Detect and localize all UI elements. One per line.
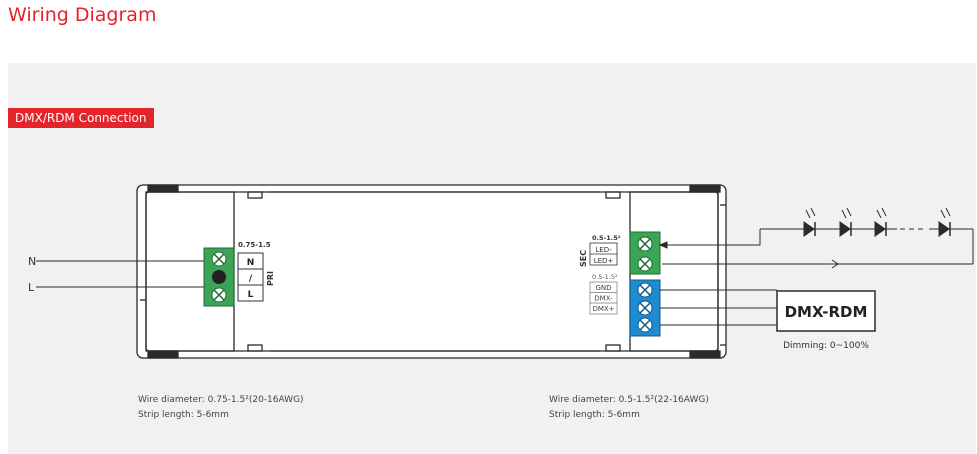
dmx-minus-label: DMX- [594, 295, 613, 303]
input-n-label: N [28, 255, 36, 268]
dmx-terminal-labels [589, 281, 618, 315]
input-l-label: L [28, 281, 35, 294]
led-strip [803, 207, 951, 237]
section-badge: DMX/RDM Connection [8, 108, 154, 128]
input-wires [36, 260, 206, 288]
input-wire-diameter: Wire diameter: 0.75-1.5²(20-16AWG) [138, 395, 304, 405]
dmx-wire-range: 0.5-1.5² [592, 273, 618, 281]
dmx-wires [660, 289, 777, 326]
terminal-ground-label: / [249, 274, 253, 284]
led-minus-screw [637, 236, 653, 252]
dmx-terminal-block [629, 279, 661, 337]
input-screw-n [211, 251, 227, 267]
led-terminal-block [629, 231, 661, 275]
dmx-rdm-controller [776, 290, 876, 332]
dimming-label: Dimming: 0~100% [783, 341, 869, 351]
terminal-n-label: N [247, 258, 255, 268]
led-minus-label: LED- [595, 246, 612, 254]
input-strip-length: Strip length: 5-6mm [138, 410, 229, 420]
led-plus-label: LED+ [594, 257, 614, 265]
led-symbol-2 [839, 207, 852, 237]
sec-label: SEC [579, 250, 588, 267]
driver-housing [136, 184, 727, 359]
input-screw-l [211, 287, 227, 303]
led-symbol-4 [938, 207, 951, 237]
led-symbol-3 [874, 207, 887, 237]
gnd-label: GND [595, 284, 611, 292]
pri-label: PRI [266, 271, 275, 286]
input-terminal-labels [237, 252, 264, 302]
dmx-plus-label: DMX+ [592, 305, 614, 313]
input-wire-range: 0.75-1.5 [238, 241, 271, 249]
led-wire-range: 0.5-1.5² [592, 234, 621, 242]
output-strip-length: Strip length: 5-6mm [549, 410, 640, 420]
dmx-minus-screw [637, 300, 653, 316]
led-symbol-1 [803, 207, 816, 237]
led-terminal-labels [589, 242, 618, 266]
terminal-l-label: L [248, 290, 254, 300]
input-ground-dot [212, 270, 226, 284]
led-wires [658, 228, 974, 269]
output-wire-diameter: Wire diameter: 0.5-1.5²(22-16AWG) [549, 395, 709, 405]
gnd-screw [637, 282, 653, 298]
controller-label: DMX-RDM [785, 303, 868, 321]
led-plus-screw [637, 256, 653, 272]
dmx-plus-screw [637, 317, 653, 333]
page-title: Wiring Diagram [8, 4, 157, 26]
input-terminal-block [203, 247, 235, 307]
